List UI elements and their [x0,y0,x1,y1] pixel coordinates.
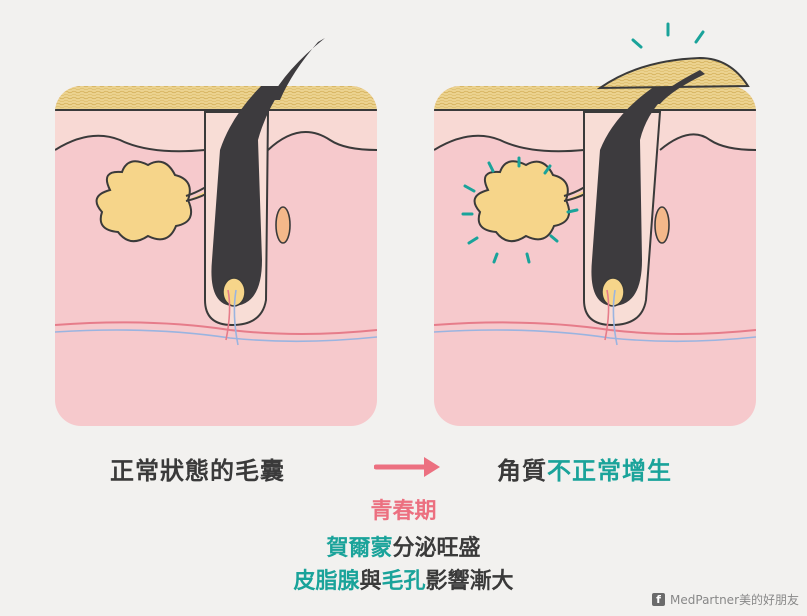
caption-prefix: 角質 [497,457,547,485]
brand-name: MedPartner美的好朋友 [670,591,799,608]
sebaceous-highlight: 皮脂腺 [293,569,359,594]
caption-highlight: 不正常增生 [547,457,672,485]
facebook-icon: f [652,593,665,606]
hormone-rest: 分泌旺盛 [393,536,481,561]
irritation-marks [633,24,703,47]
brand-footer: f MedPartner美的好朋友 [652,591,799,608]
hormone-line: 賀爾蒙分泌旺盛 [0,530,807,562]
hormone-highlight: 賀爾蒙 [326,536,392,561]
pore-highlight: 毛孔 [382,569,426,594]
cause-label: 青春期 [0,493,807,525]
arrow-right-icon [374,454,444,480]
abnormal-keratin-caption: 角質不正常增生 [497,451,672,486]
conjunction: 與 [359,569,381,594]
normal-follicle-caption: 正常狀態的毛囊 [110,451,285,486]
abnormal-follicle-panel [434,24,756,426]
normal-follicle-panel [55,38,377,426]
effect-text: 影響漸大 [426,569,514,594]
